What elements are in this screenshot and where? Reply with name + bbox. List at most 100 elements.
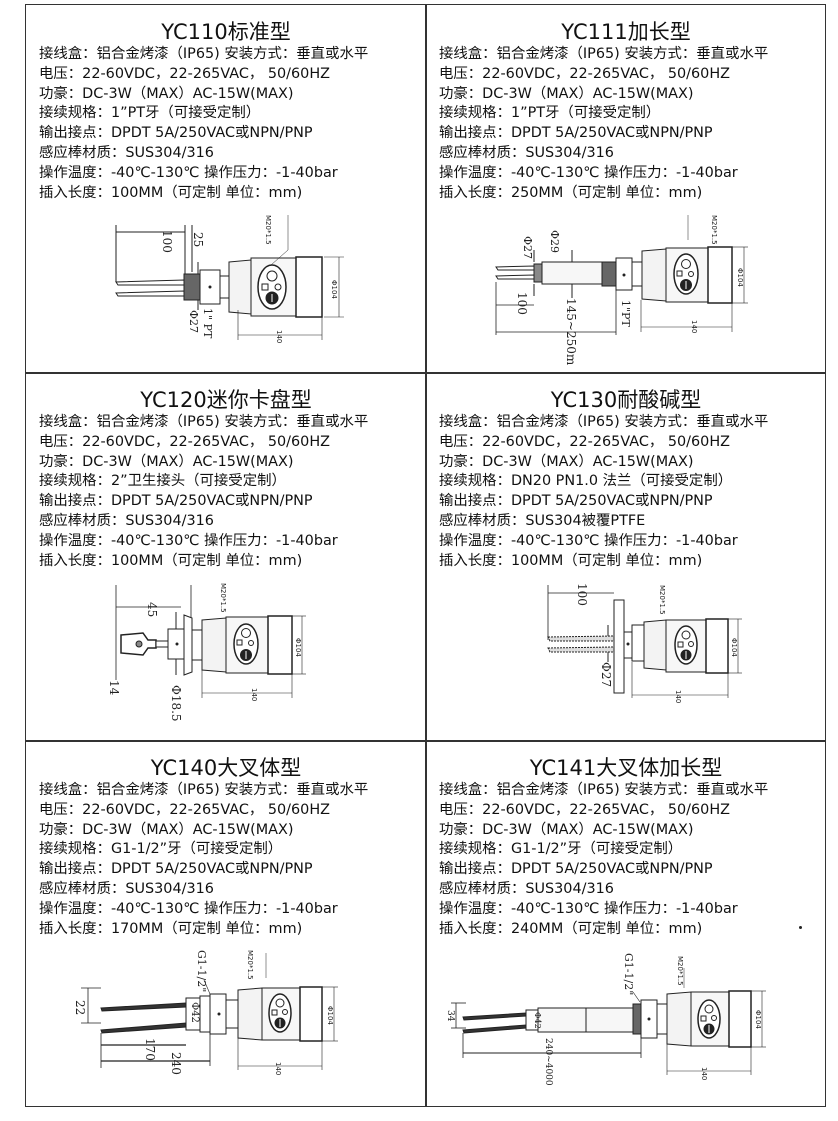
spec-housing: 接线盒：铝合金烤漆（IP65) 安装方式：垂直或水平 <box>439 46 769 62</box>
svg-text:Φ42: Φ42 <box>189 1002 200 1023</box>
svg-text:140: 140 <box>275 330 283 343</box>
svg-text:Φ104: Φ104 <box>736 268 744 287</box>
product-title: YC141大叉体加长型 <box>529 756 723 780</box>
spec-housing: 接线盒：铝合金烤漆（IP65) 安装方式：垂直或水平 <box>439 782 769 798</box>
dimension-drawing: G1-1/2" M20*1.5 Φ104 34 Φ42 240~4000 140 <box>426 948 826 1108</box>
spec-output: 输出接点：DPDT 5A/250VAC或NPN/PNP <box>39 125 313 142</box>
spec-insertion-length: 插入长度：100MM（可定制 单位：mm) <box>39 552 303 569</box>
spec-connection: 接续规格：1”PT牙（可接受定制） <box>439 105 661 122</box>
svg-text:Φ104: Φ104 <box>330 280 338 299</box>
svg-text:Φ104: Φ104 <box>294 638 302 657</box>
spec-connection: 接续规格：2”卫生接头（可接受定制） <box>39 473 286 490</box>
spec-power: 功豪：DC-3W（MAX）AC-15W(MAX) <box>439 85 694 102</box>
product-title: YC110标准型 <box>161 20 291 44</box>
spec-material: 感应棒材质：SUS304被覆PTFE <box>439 512 646 529</box>
spec-material: 感应棒材质：SUS304/316 <box>39 144 214 161</box>
spec-voltage: 电压：22-60VDC，22-265VAC， 50/60HZ <box>439 433 731 450</box>
svg-text:G1-1/2": G1-1/2" <box>195 950 208 992</box>
row-divider-1 <box>26 372 825 374</box>
spec-insertion-length: 插入长度：240MM（可定制 单位：mm) <box>439 920 703 937</box>
svg-text:Φ18.5: Φ18.5 <box>169 685 183 722</box>
yc141-drawing-icon: G1-1/2" M20*1.5 Φ104 34 Φ42 240~4000 140 <box>445 953 766 1086</box>
spec-material: 感应棒材质：SUS304/316 <box>439 144 614 161</box>
svg-text:M20*1.5: M20*1.5 <box>710 215 718 245</box>
spec-temp-pressure: 操作温度：-40℃-130℃ 操作压力：-1-40bar <box>39 164 338 181</box>
spec-temp-pressure: 操作温度：-40℃-130℃ 操作压力：-1-40bar <box>39 900 338 917</box>
svg-text:Φ27: Φ27 <box>599 662 613 687</box>
product-title: YC140大叉体型 <box>150 756 302 780</box>
spec-housing: 接线盒：铝合金烤漆（IP65) 安装方式：垂直或水平 <box>39 414 369 430</box>
product-title: YC120迷你卡盘型 <box>140 388 312 412</box>
spec-list: 接线盒：铝合金烤漆（IP65) 安装方式：垂直或水平 电压：22-60VDC，2… <box>39 45 426 203</box>
spec-housing: 接线盒：铝合金烤漆（IP65) 安装方式：垂直或水平 <box>39 46 369 62</box>
spec-voltage: 电压：22-60VDC，22-265VAC， 50/60HZ <box>439 65 731 82</box>
spec-connection: 接续规格：DN20 PN1.0 法兰（可接受定制） <box>439 473 733 490</box>
svg-text:100: 100 <box>515 292 529 315</box>
product-cell-yc141: YC141大叉体加长型 接线盒：铝合金烤漆（IP65) 安装方式：垂直或水平 电… <box>426 741 826 1108</box>
dimension-drawing: G1-1/2" M20*1.5 Φ104 22 Φ42 170 240 140 <box>26 948 426 1098</box>
stray-dot <box>799 926 802 929</box>
spec-insertion-length: 插入长度：100MM（可定制 单位：mm) <box>439 552 703 569</box>
spec-insertion-length: 插入长度：250MM（可定制 单位：mm) <box>439 184 703 201</box>
svg-text:140: 140 <box>690 320 698 333</box>
svg-text:22: 22 <box>73 1000 87 1015</box>
yc130-drawing-icon: 100 M20*1.5 Φ104 Φ27 140 <box>547 583 742 703</box>
spec-temp-pressure: 操作温度：-40℃-130℃ 操作压力：-1-40bar <box>39 532 338 549</box>
svg-text:M20*1.5: M20*1.5 <box>264 215 272 245</box>
spec-material: 感应棒材质：SUS304/316 <box>39 512 214 529</box>
spec-temp-pressure: 操作温度：-40℃-130℃ 操作压力：-1-40bar <box>439 164 738 181</box>
product-title: YC130耐酸碱型 <box>550 388 702 412</box>
product-cell-yc111: YC111加长型 接线盒：铝合金烤漆（IP65) 安装方式：垂直或水平 电压：2… <box>426 5 826 372</box>
yc111-drawing-icon: Φ27 Φ29 M20*1.5 Φ104 100 145~250mm 1"PT … <box>495 215 748 365</box>
product-spec-table: YC110标准型 接线盒：铝合金烤漆（IP65) 安装方式：垂直或水平 电压：2… <box>25 4 826 1107</box>
svg-text:14: 14 <box>107 680 121 696</box>
spec-power: 功豪：DC-3W（MAX）AC-15W(MAX) <box>39 453 294 470</box>
svg-text:25: 25 <box>191 232 205 247</box>
spec-voltage: 电压：22-60VDC，22-265VAC， 50/60HZ <box>439 801 731 818</box>
spec-voltage: 电压：22-60VDC，22-265VAC， 50/60HZ <box>39 801 331 818</box>
spec-connection: 接续规格：1”PT牙（可接受定制） <box>39 105 261 122</box>
spec-power: 功豪：DC-3W（MAX）AC-15W(MAX) <box>39 821 294 838</box>
spec-temp-pressure: 操作温度：-40℃-130℃ 操作压力：-1-40bar <box>439 900 738 917</box>
svg-text:M20*1.5: M20*1.5 <box>658 585 666 615</box>
yc120-drawing-icon: 45 M20*1.5 Φ104 14 Φ18.5 140 <box>107 583 306 722</box>
spec-output: 输出接点：DPDT 5A/250VAC或NPN/PNP <box>439 125 713 142</box>
svg-text:100: 100 <box>575 583 589 606</box>
spec-power: 功豪：DC-3W（MAX）AC-15W(MAX) <box>439 821 694 838</box>
column-divider <box>425 5 427 1106</box>
svg-text:240~4000: 240~4000 <box>543 1038 553 1086</box>
spec-output: 输出接点：DPDT 5A/250VAC或NPN/PNP <box>439 861 713 878</box>
product-title: YC111加长型 <box>561 20 691 44</box>
svg-text:Φ104: Φ104 <box>326 1006 334 1025</box>
svg-text:170: 170 <box>143 1038 157 1061</box>
spec-list: 接线盒：铝合金烤漆（IP65) 安装方式：垂直或水平 电压：22-60VDC，2… <box>39 413 426 571</box>
yc140-drawing-icon: G1-1/2" M20*1.5 Φ104 22 Φ42 170 240 140 <box>73 950 338 1075</box>
svg-text:M20*1.5: M20*1.5 <box>246 950 254 980</box>
svg-text:145~250mm: 145~250mm <box>564 298 578 365</box>
svg-text:1"PT: 1"PT <box>619 300 632 327</box>
svg-text:140: 140 <box>674 690 682 703</box>
svg-text:140: 140 <box>700 1067 708 1080</box>
spec-output: 输出接点：DPDT 5A/250VAC或NPN/PNP <box>39 861 313 878</box>
svg-text:M20*1.5: M20*1.5 <box>676 956 684 986</box>
dimension-drawing: 100 25 M20*1.5 Φ104 1" PT Φ27 140 <box>26 210 426 360</box>
svg-text:45: 45 <box>145 602 159 617</box>
dimension-drawing: Φ27 Φ29 M20*1.5 Φ104 100 145~250mm 1"PT … <box>426 210 826 365</box>
spec-list: 接线盒：铝合金烤漆（IP65) 安装方式：垂直或水平 电压：22-60VDC，2… <box>439 45 826 203</box>
spec-insertion-length: 插入长度：100MM（可定制 单位：mm) <box>39 184 303 201</box>
spec-voltage: 电压：22-60VDC，22-265VAC， 50/60HZ <box>39 65 331 82</box>
dimension-drawing: 45 M20*1.5 Φ104 14 Φ18.5 140 <box>26 580 426 730</box>
product-cell-yc110: YC110标准型 接线盒：铝合金烤漆（IP65) 安装方式：垂直或水平 电压：2… <box>26 5 426 372</box>
spec-material: 感应棒材质：SUS304/316 <box>439 880 614 897</box>
svg-text:Φ42: Φ42 <box>533 1012 542 1029</box>
svg-text:G1-1/2": G1-1/2" <box>622 953 635 995</box>
product-cell-yc120: YC120迷你卡盘型 接线盒：铝合金烤漆（IP65) 安装方式：垂直或水平 电压… <box>26 373 426 740</box>
svg-text:Φ104: Φ104 <box>730 638 738 657</box>
svg-text:140: 140 <box>274 1062 282 1075</box>
spec-power: 功豪：DC-3W（MAX）AC-15W(MAX) <box>39 85 294 102</box>
spec-list: 接线盒：铝合金烤漆（IP65) 安装方式：垂直或水平 电压：22-60VDC，2… <box>39 781 426 939</box>
svg-text:M20*1.5: M20*1.5 <box>219 583 227 613</box>
yc110-drawing-icon: 100 25 M20*1.5 Φ104 1" PT Φ27 140 <box>115 215 344 343</box>
svg-text:Φ27: Φ27 <box>187 310 200 333</box>
spec-connection: 接续规格：G1-1/2”牙（可接受定制） <box>39 841 283 858</box>
